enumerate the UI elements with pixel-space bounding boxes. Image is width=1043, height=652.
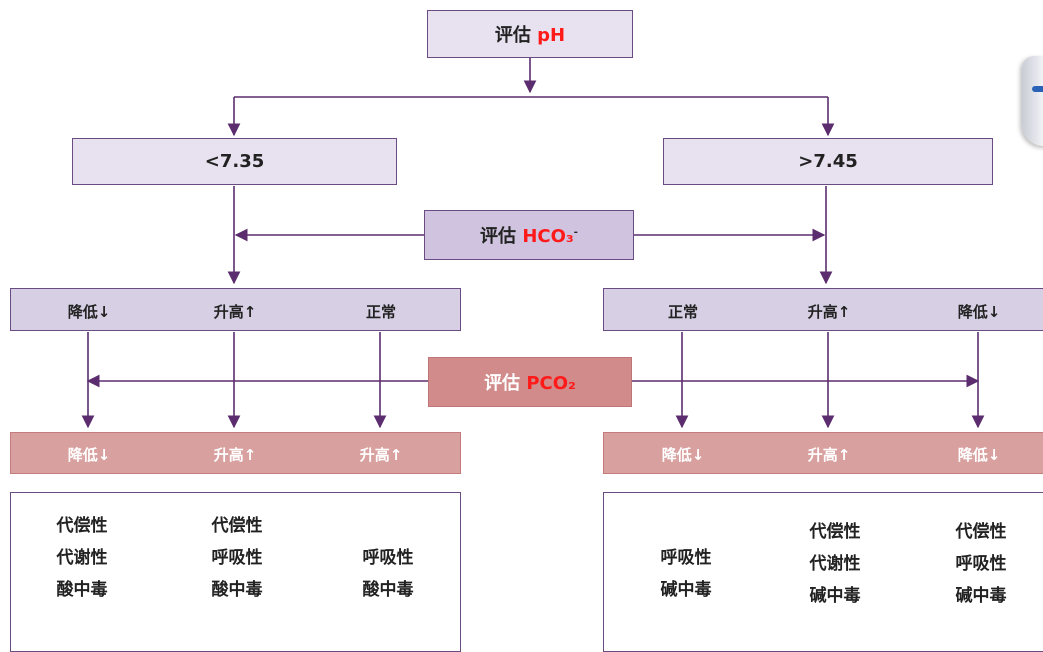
right-hco3-result-1: 正常 <box>667 303 699 321</box>
right-pco2-band: 降低↓ 升高↑ 降低↓ <box>603 432 1043 474</box>
ph-high-label: >7.45 <box>798 151 858 172</box>
ph-low-node: <7.35 <box>72 138 397 185</box>
left-conclusion-3: 呼吸性 酸中毒 <box>362 548 414 600</box>
left-pco2-result-2: 升高↑ <box>213 446 257 464</box>
evaluate-pco2-node: 评估 PCO₂ <box>428 357 632 407</box>
hco3-param: HCO₃ <box>522 226 574 247</box>
device-decoration-image <box>1022 56 1043 146</box>
left-conclusion-1: 代偿性 代谢性 酸中毒 <box>56 516 108 600</box>
right-conclusion-2: 代偿性 代谢性 碱中毒 <box>809 522 861 606</box>
left-hco3-band: 降低↓ 升高↑ 正常 <box>10 288 461 331</box>
connector-lines <box>81 58 985 429</box>
evaluate-hco3-node: 评估 HCO₃- <box>424 210 634 260</box>
right-conclusion-3: 代偿性 呼吸性 碱中毒 <box>955 522 1007 606</box>
right-conclusions-box: 呼吸性 碱中毒 代偿性 代谢性 碱中毒 代偿性 呼吸性 碱中毒 <box>603 492 1043 652</box>
evaluate-ph-label: 评估 pH <box>494 25 566 46</box>
ph-low-label: <7.35 <box>204 151 265 172</box>
left-hco3-result-2: 升高↑ <box>213 303 257 321</box>
right-hco3-result-2: 升高↑ <box>807 303 851 321</box>
right-pco2-result-2: 升高↑ <box>807 446 851 464</box>
right-hco3-result-3: 降低↓ <box>957 303 1001 321</box>
evaluate-pco2-label: 评估 PCO₂ <box>484 373 576 394</box>
left-pco2-result-3: 升高↑ <box>359 446 403 464</box>
ph-param: pH <box>537 25 566 46</box>
left-conclusion-2: 代偿性 呼吸性 酸中毒 <box>211 516 263 600</box>
evaluate-hco3-label: 评估 HCO₃- <box>480 226 578 247</box>
right-pco2-result-1: 降低↓ <box>661 446 705 464</box>
ph-high-node: >7.45 <box>663 138 993 185</box>
left-pco2-result-1: 降低↓ <box>67 446 111 464</box>
right-pco2-result-3: 降低↓ <box>957 446 1001 464</box>
pco2-param: PCO₂ <box>526 373 576 394</box>
left-pco2-band: 降低↓ 升高↑ 升高↑ <box>10 432 461 474</box>
right-hco3-band: 正常 升高↑ 降低↓ <box>603 288 1043 331</box>
evaluate-ph-node: 评估 pH <box>427 10 633 58</box>
right-conclusion-1: 呼吸性 碱中毒 <box>660 548 712 600</box>
left-conclusions-box: 代偿性 代谢性 酸中毒 代偿性 呼吸性 酸中毒 呼吸性 酸中毒 <box>10 492 461 652</box>
left-hco3-result-3: 正常 <box>365 303 397 321</box>
left-hco3-result-1: 降低↓ <box>67 303 111 321</box>
